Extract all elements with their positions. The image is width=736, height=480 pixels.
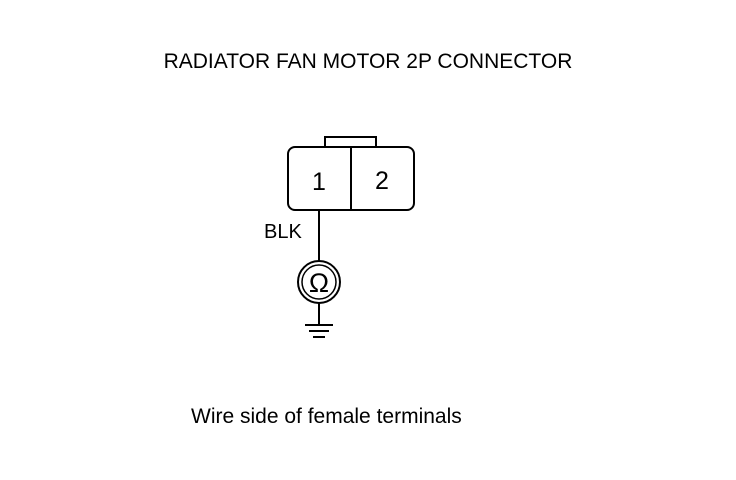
ohm-symbol: Ω <box>309 268 329 298</box>
ohmmeter-icon: Ω <box>297 260 341 304</box>
pin-2-label: 2 <box>375 167 389 195</box>
connector-latch <box>324 136 377 148</box>
wire-color-label: BLK <box>264 221 302 243</box>
ground-icon <box>305 324 333 338</box>
pin-1-label: 1 <box>312 168 326 196</box>
diagram-caption: Wire side of female terminals <box>191 405 462 428</box>
ohmmeter-inner-ring <box>301 264 337 300</box>
diagram-title: RADIATOR FAN MOTOR 2P CONNECTOR <box>163 50 573 73</box>
